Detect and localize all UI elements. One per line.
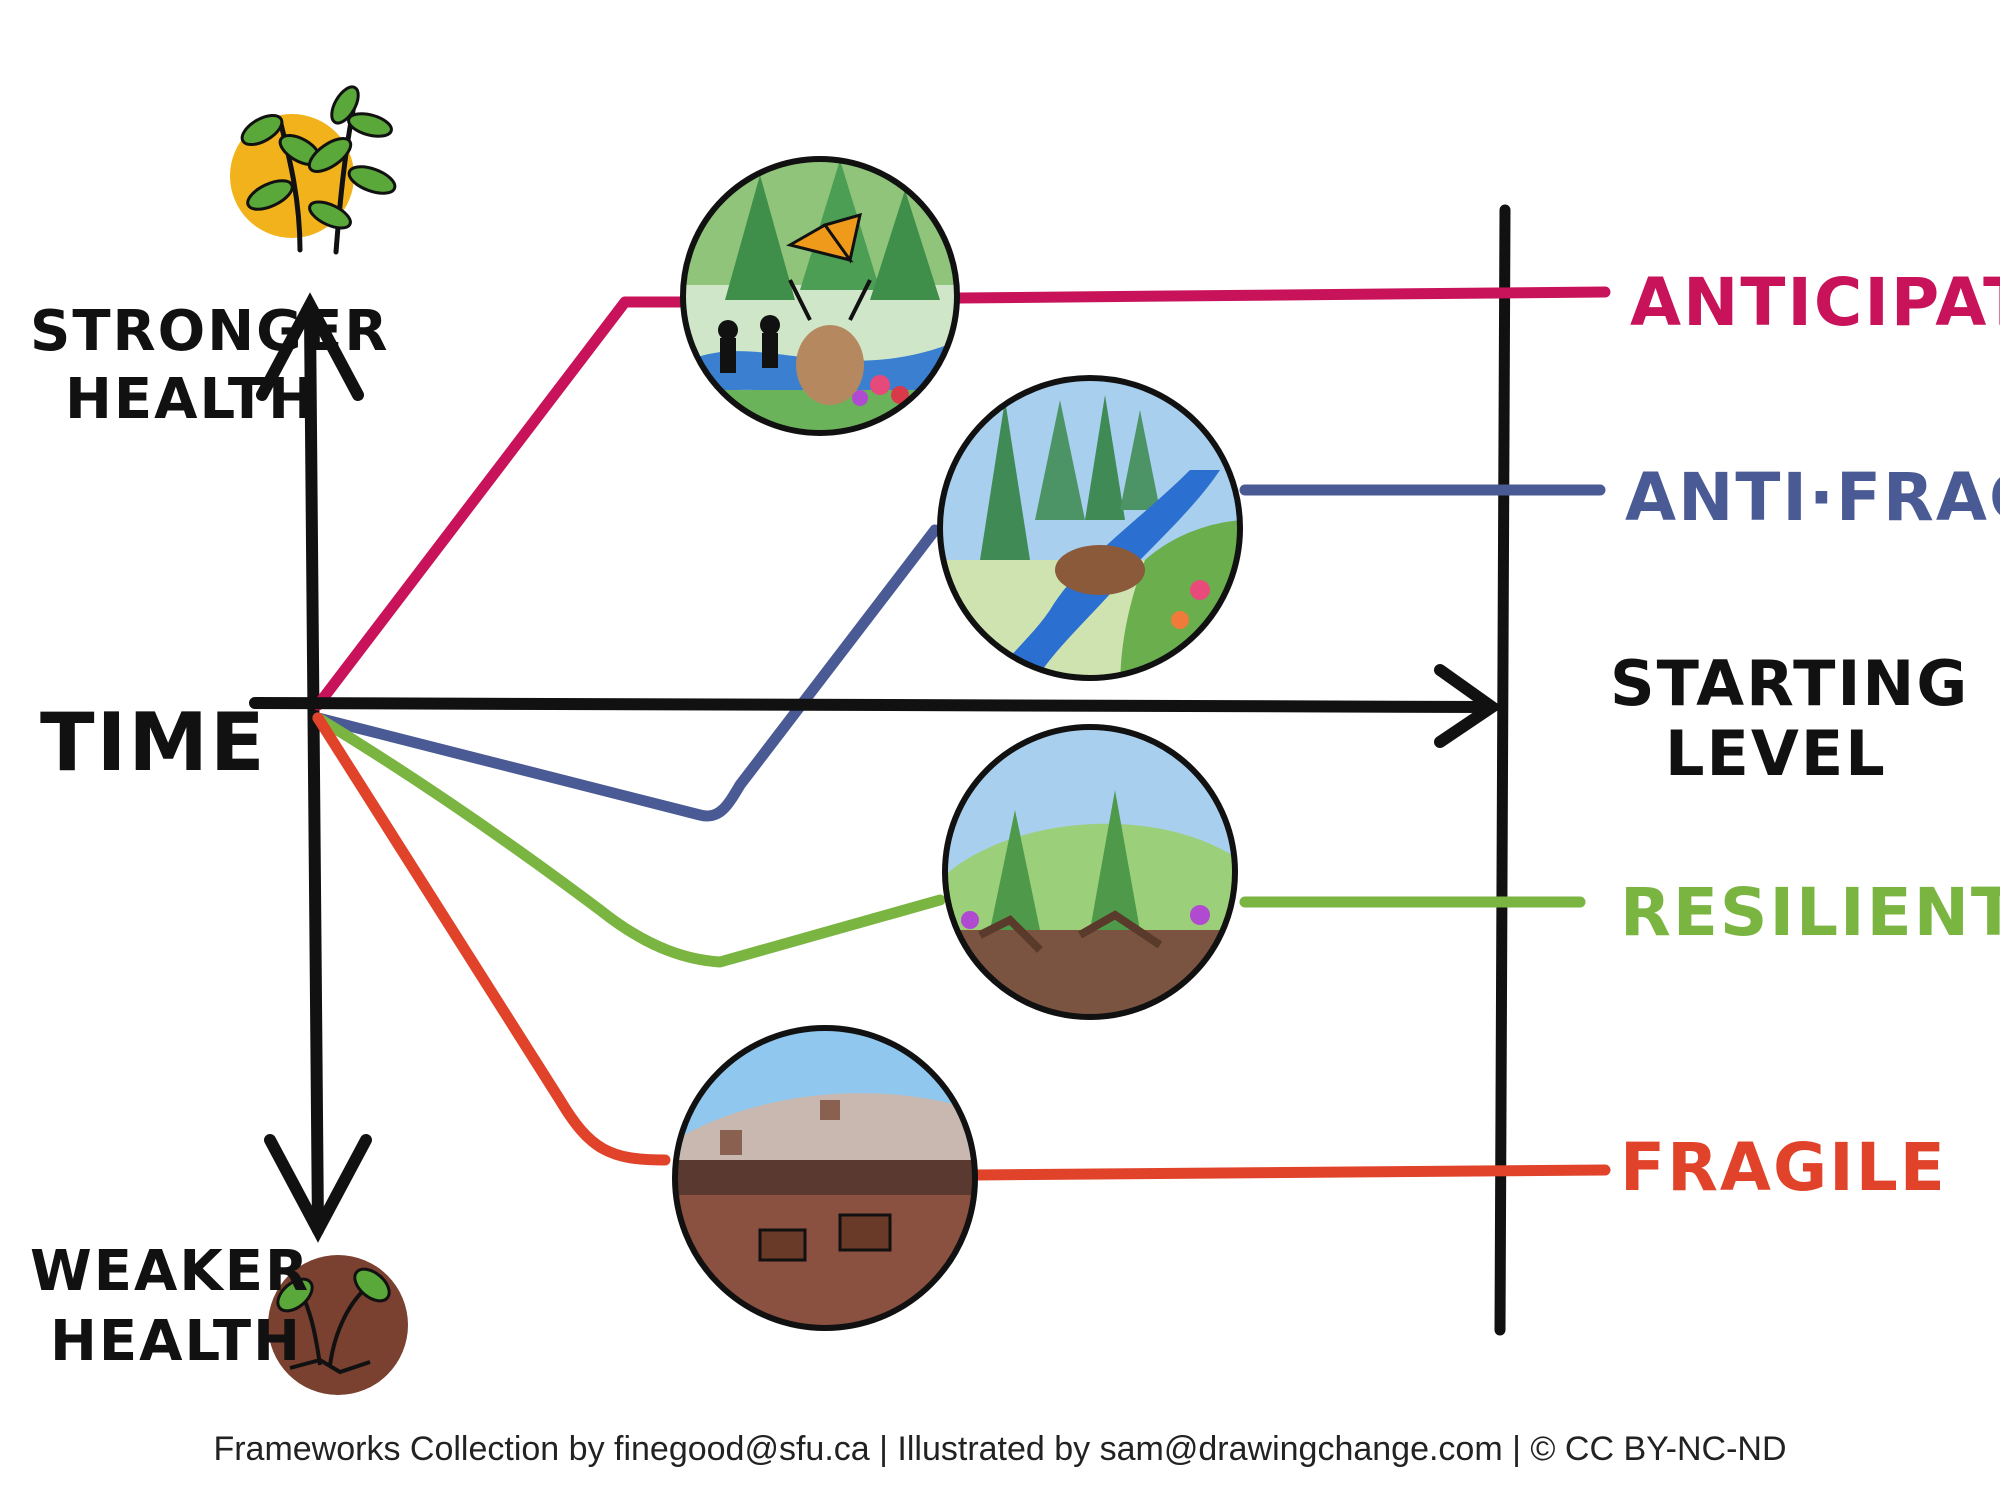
line-anticipatory xyxy=(312,286,1611,711)
line-antifragile xyxy=(312,484,1606,822)
label-resilient: RESILIENT xyxy=(1620,874,2000,951)
bottom-label-line1: WEAKER xyxy=(30,1239,310,1304)
credits-footer: Frameworks Collection by finegood@sfu.ca… xyxy=(213,1430,1787,1468)
scene-anticipatory xyxy=(680,156,960,436)
label-fragile: FRAGILE xyxy=(1620,1129,1947,1206)
time-axis xyxy=(249,664,1503,748)
wilted-seedling-icon xyxy=(268,1255,408,1395)
scene-resilient xyxy=(942,724,1238,1020)
top-label-line2: HEALTH xyxy=(65,367,317,432)
time-label: TIME xyxy=(40,696,267,789)
line-fragile xyxy=(312,712,1611,1181)
label-antifragile: ANTI·FRAGILE xyxy=(1625,459,2000,536)
label-anticipatory: ANTICIPATORY xyxy=(1630,264,2000,341)
top-label-line1: STRONGER xyxy=(30,299,389,364)
scene-fragile xyxy=(672,1025,978,1331)
scene-antifragile xyxy=(937,375,1243,681)
line-resilient xyxy=(312,712,1586,968)
end-line xyxy=(1494,204,1511,1336)
health-axis xyxy=(256,292,372,1243)
starting-label-line2: LEVEL xyxy=(1665,717,1887,790)
starting-label-line1: STARTING xyxy=(1610,647,1969,720)
bottom-label-line2: HEALTH xyxy=(50,1309,302,1374)
sprouting-plant-sun-icon xyxy=(230,85,397,255)
